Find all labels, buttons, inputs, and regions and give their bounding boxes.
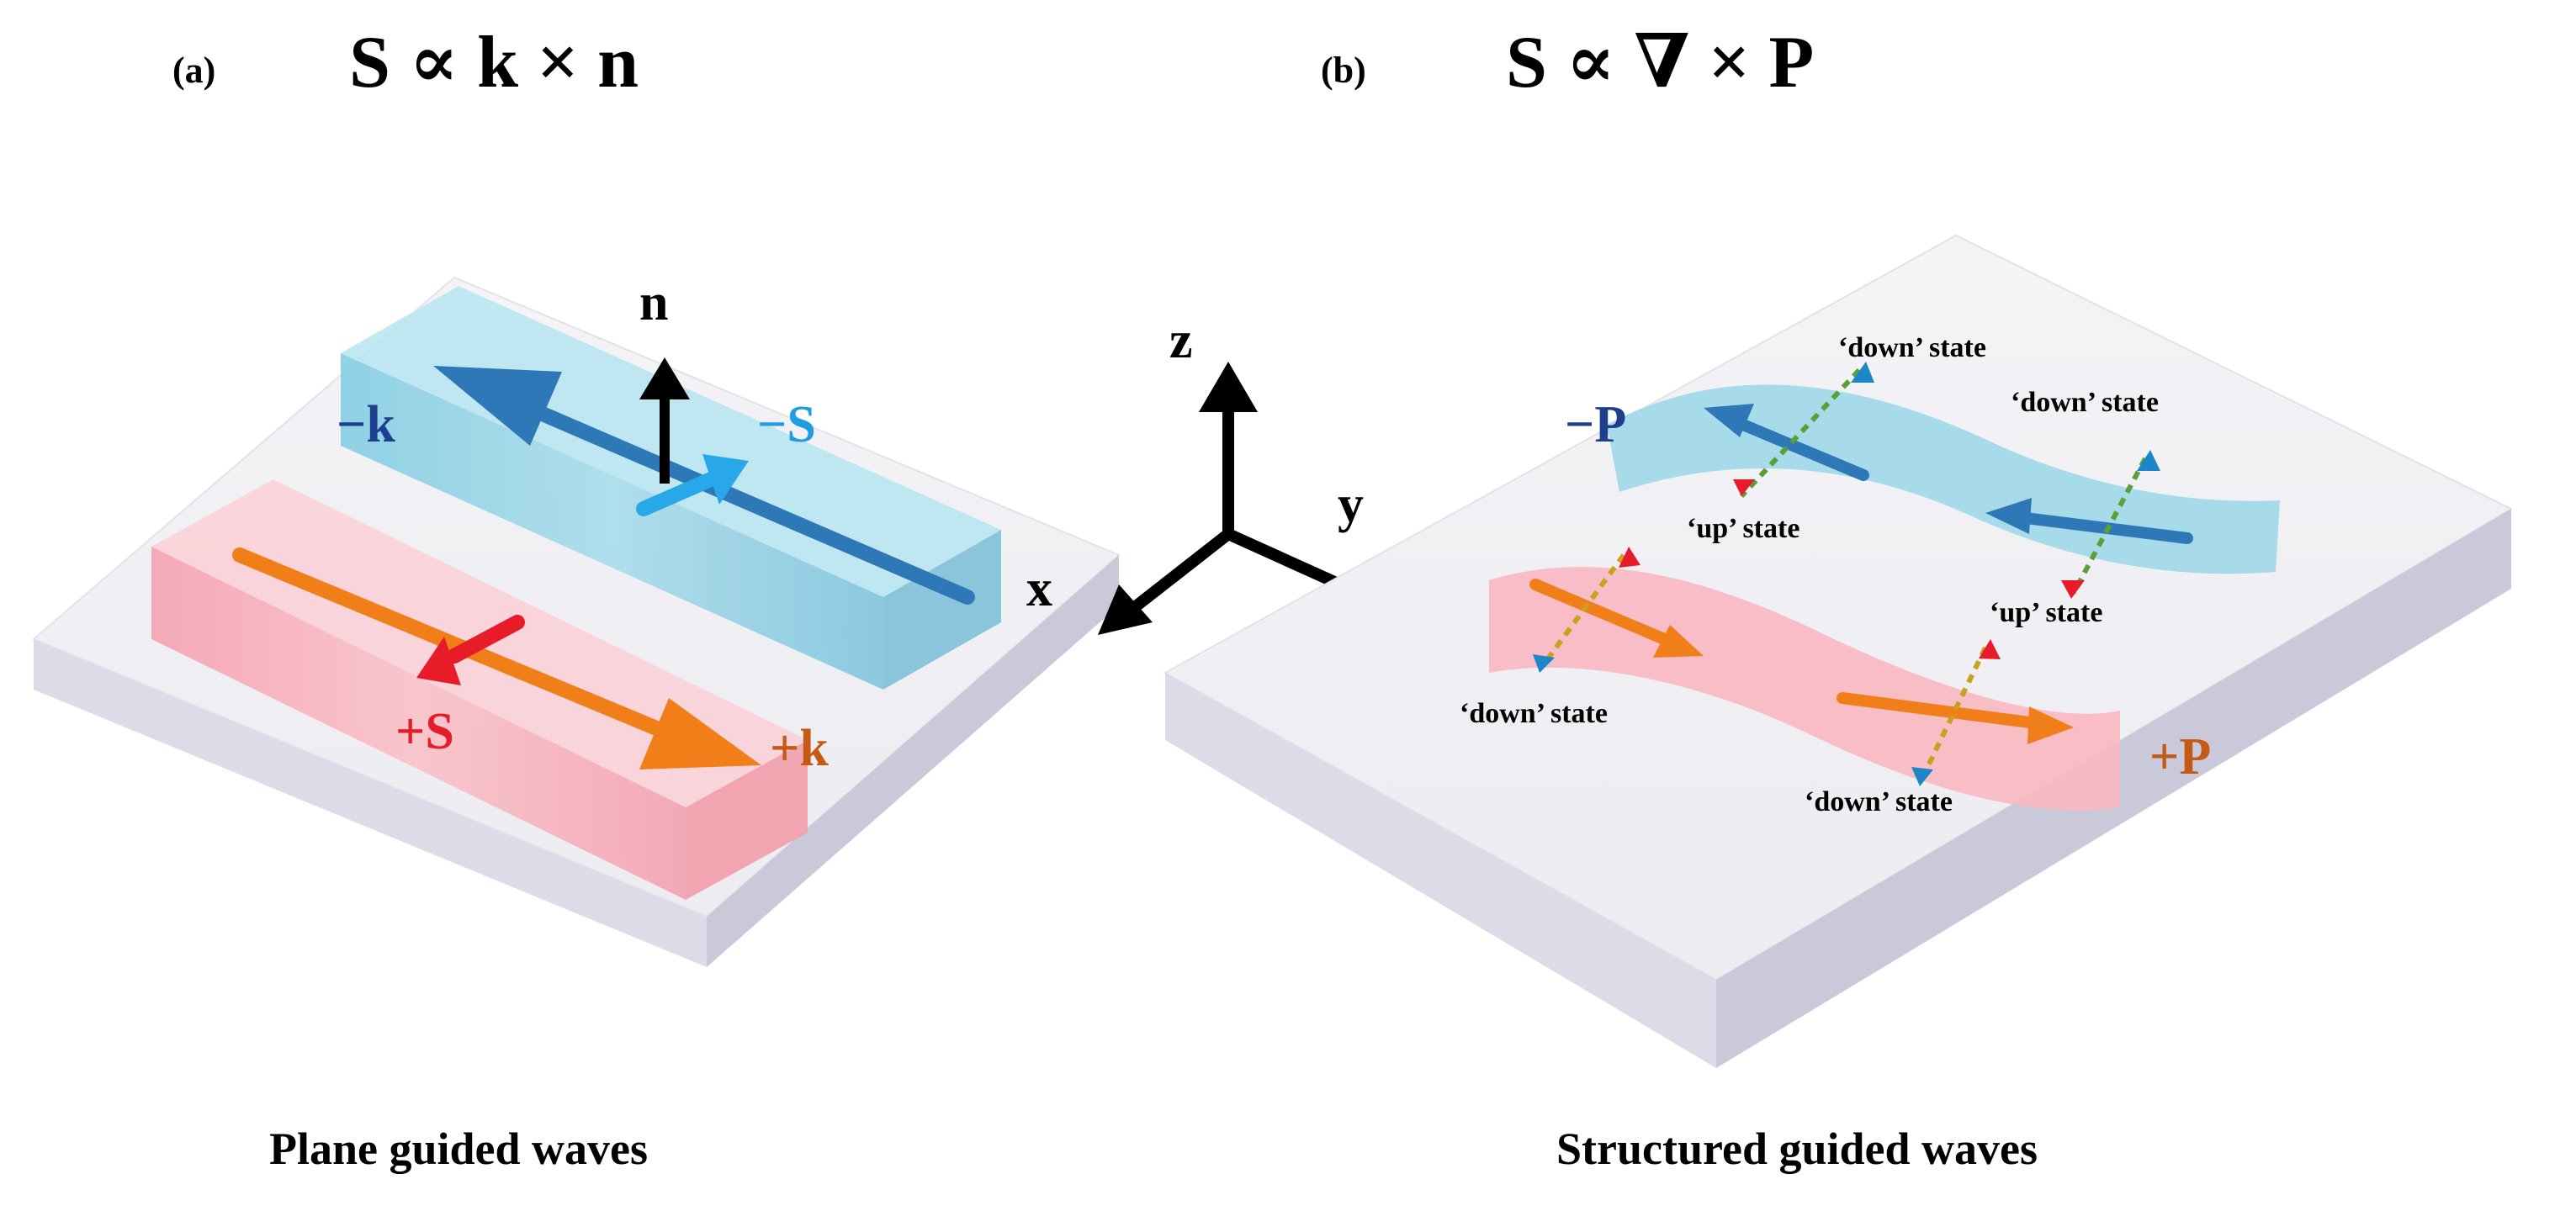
minus-p-arrow-2 <box>1985 498 2193 544</box>
z-axis-label: z <box>1169 312 1193 369</box>
plus-k-label: +k <box>770 720 829 777</box>
down-state-label-1: ‘down’ state <box>1838 332 1986 363</box>
n-arrow <box>639 357 690 484</box>
minus-k-label: −k <box>337 396 395 453</box>
minus-p-arrow-1 <box>1704 404 1869 481</box>
panel-a-slab-left-side <box>34 639 707 967</box>
spin-chain-1 <box>1733 362 1874 499</box>
up-state-label-1: ‘up’ state <box>1687 513 1800 544</box>
plus-p-arrow-1 <box>1529 579 1704 658</box>
plus-p-arrow-2 <box>1837 692 2074 744</box>
up-state-label-2: ‘up’ state <box>1990 597 2103 628</box>
panel-b-caption: Structured guided waves <box>1556 1124 2038 1174</box>
minus-p-label: −P <box>1565 396 1627 453</box>
down-state-label-3: ‘down’ state <box>1460 698 1608 729</box>
minus-s-label: −S <box>757 396 816 453</box>
x-axis-label: x <box>1026 560 1052 617</box>
minus-k-arrow <box>433 366 975 605</box>
panel-a-formula: S ∝ k × n <box>349 22 639 103</box>
y-axis-label: y <box>1338 476 1364 533</box>
panel-a-slab-right-side <box>707 555 1119 967</box>
down-state-label-4: ‘down’ state <box>1805 786 1953 817</box>
plus-p-label: +P <box>2149 728 2212 785</box>
spin-chain-2 <box>2061 450 2160 599</box>
plus-s-arrow <box>416 615 525 685</box>
panel-b-label: (b) <box>1321 50 1366 91</box>
panel-a-label: (a) <box>172 50 216 91</box>
panel-a <box>32 276 1121 967</box>
blue-waveguide <box>341 286 1001 690</box>
panel-b-formula: S ∝ ∇ × P <box>1506 22 1815 103</box>
panel-b-slab-left-side <box>1165 673 1716 1068</box>
panel-b <box>1163 234 2514 1068</box>
plus-k-arrow <box>232 547 761 769</box>
minus-s-arrow <box>636 454 749 516</box>
spin-chain-4 <box>1911 639 2001 786</box>
n-label: n <box>639 274 669 331</box>
panel-a-caption: Plane guided waves <box>269 1124 649 1174</box>
spin-chain-3 <box>1533 547 1640 673</box>
down-state-label-2: ‘down’ state <box>2011 387 2159 418</box>
plus-s-label: +S <box>395 703 454 760</box>
